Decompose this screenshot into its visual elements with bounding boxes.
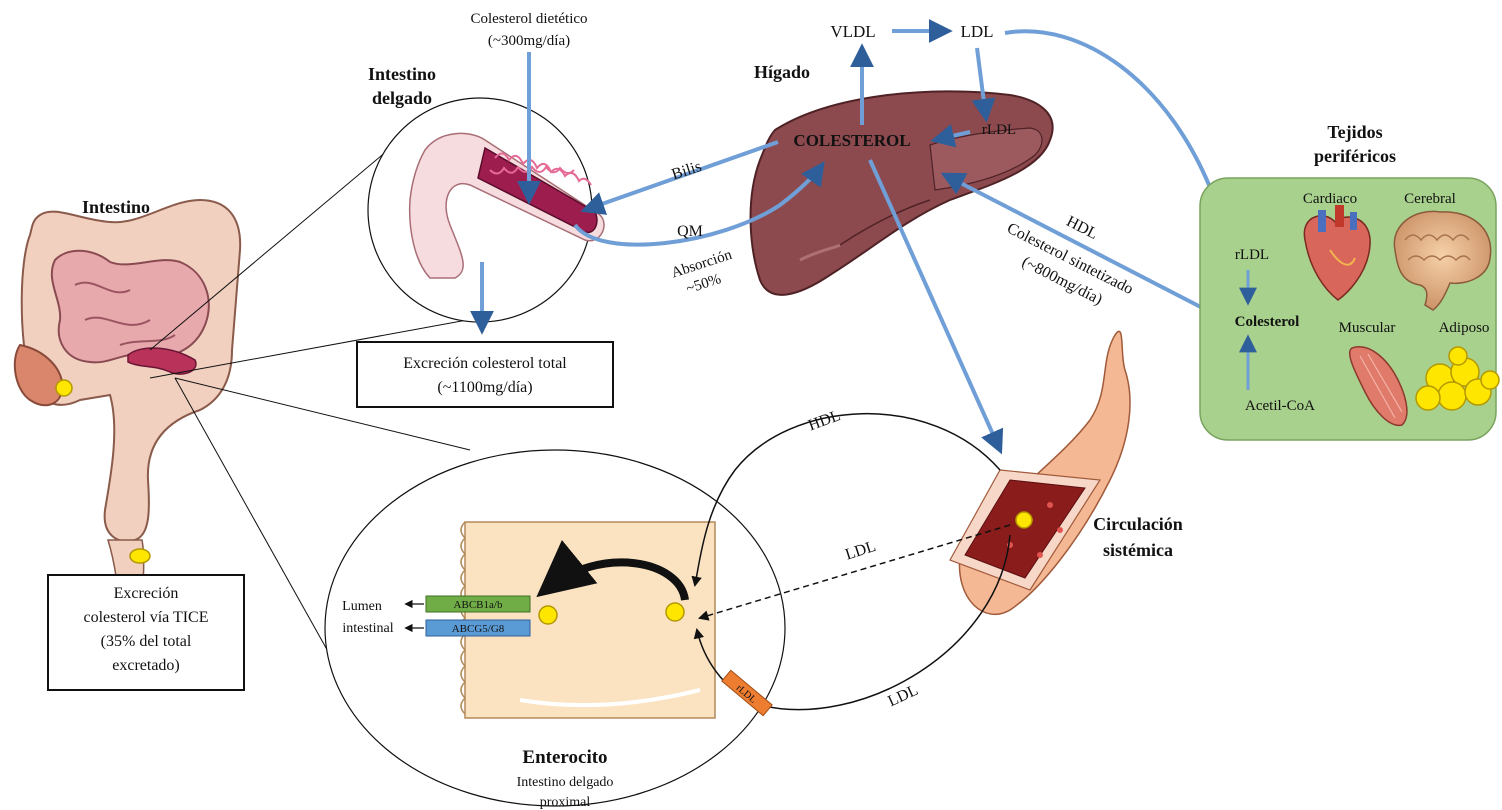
label-acetil-coa: Acetil-CoA <box>1245 398 1315 414</box>
excretion-total-line-1: Excreción colesterol total <box>403 355 567 372</box>
label-colesterol-tissue: Colesterol <box>1235 314 1300 330</box>
label-colesterol-dietetico: Colesterol dietético <box>470 11 587 27</box>
label-colesterol-higado: COLESTEROL <box>793 131 910 150</box>
label-intestino-delgado-2: delgado <box>372 88 432 108</box>
cholesterol-particle-excreted <box>130 549 150 563</box>
cholesterol-particle-enterocyte-right <box>666 603 684 621</box>
label-adiposo: Adiposo <box>1439 320 1490 336</box>
tice-line-1: Excreción <box>114 585 179 602</box>
label-lumen-1: Lumen <box>342 599 382 614</box>
label-muscular: Muscular <box>1339 320 1396 336</box>
label-intestino: Intestino <box>82 197 150 217</box>
cholesterol-particle-blood <box>1016 512 1032 528</box>
label-enterocito-sub-2: proximal <box>540 795 591 810</box>
label-rldl-liver: rLDL <box>982 122 1016 138</box>
label-abcb1: ABCB1a/b <box>454 599 503 611</box>
excretion-total-box <box>357 342 613 407</box>
tice-line-2: colesterol vía TICE <box>84 609 209 626</box>
intestine-illustration <box>15 200 240 625</box>
label-ldl-top: LDL <box>960 22 993 41</box>
excretion-total-line-2: (~1100mg/día) <box>437 379 532 396</box>
label-ldl-dashed: LDL <box>843 538 878 564</box>
label-circulacion-1: Circulación <box>1093 514 1183 534</box>
tice-line-4: excretado) <box>112 657 180 674</box>
label-circulacion-2: sistémica <box>1103 540 1173 560</box>
label-enterocito-sub-1: Intestino delgado <box>517 775 614 790</box>
label-cardiaco: Cardiaco <box>1303 191 1357 207</box>
label-rldl-tissue: rLDL <box>1235 247 1269 263</box>
label-vldl: VLDL <box>830 22 875 41</box>
blood-vessel-illustration <box>950 331 1130 614</box>
small-intestine-circle <box>368 98 604 322</box>
label-enterocito: Enterocito <box>522 747 607 768</box>
label-qm: QM <box>677 223 703 240</box>
cholesterol-particle-colon <box>56 380 72 396</box>
label-colesterol-dietetico-dose: (~300mg/día) <box>488 33 570 49</box>
cholesterol-particle-enterocyte-left <box>539 606 557 624</box>
label-ldl-bottom: LDL <box>885 682 920 711</box>
tice-line-3: (35% del total <box>101 633 192 650</box>
label-cerebral: Cerebral <box>1404 191 1456 207</box>
label-tejidos-2: periféricos <box>1314 146 1396 166</box>
label-hdl-circ: HDL <box>806 407 843 434</box>
label-tejidos-1: Tejidos <box>1327 122 1382 142</box>
label-abcg5: ABCG5/G8 <box>452 623 505 635</box>
label-intestino-delgado-1: Intestino <box>368 64 436 84</box>
label-bilis: Bilis <box>670 158 704 184</box>
label-higado: Hígado <box>754 62 810 82</box>
label-lumen-2: intestinal <box>342 621 393 636</box>
